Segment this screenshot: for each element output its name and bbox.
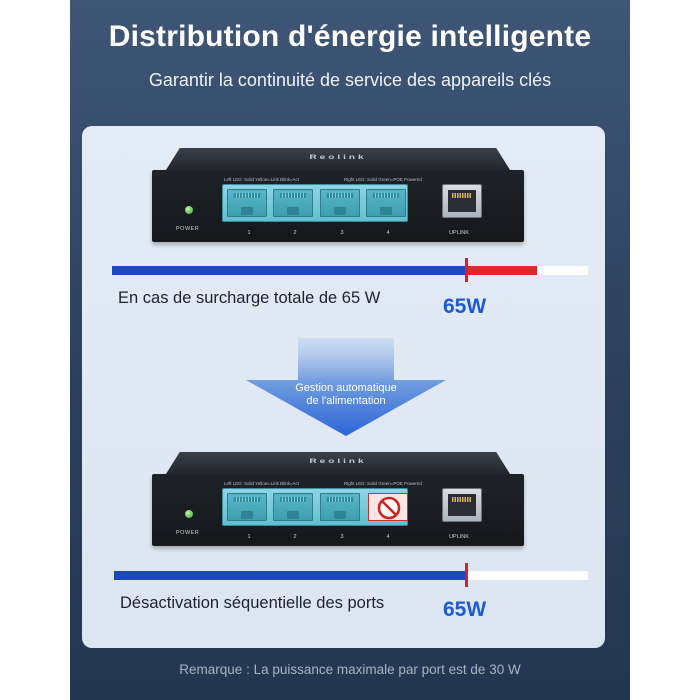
arrow-label-line1: Gestion automatique (295, 382, 397, 394)
managed-watts: 65W (443, 598, 487, 621)
no-entry-icon (377, 496, 401, 520)
port-number-1: 1 (247, 230, 251, 236)
port-number-4: 4 (386, 534, 390, 540)
page-title: Distribution d'énergie intelligente (108, 20, 592, 53)
down-arrow-icon (246, 338, 446, 436)
uplink-label: UPLINK (449, 230, 469, 236)
port-number-4: 4 (386, 230, 390, 236)
port-number-1: 1 (247, 534, 251, 540)
arrow-label-line2: de l'alimentation (306, 395, 386, 407)
uplink-port-icon (442, 488, 482, 522)
port-number-2: 2 (293, 230, 297, 236)
power-label: POWER (176, 226, 200, 232)
switch-top-cover: Reolink (166, 452, 510, 474)
port-number-3: 3 (340, 534, 344, 540)
ethernet-port-2-icon (273, 493, 313, 521)
limit-marker (465, 563, 468, 587)
left-led-note: Left LED: Solid Yellow=Link Blink=Act (224, 481, 300, 486)
infographic: Distribution d'énergie intelligente Gara… (70, 0, 630, 700)
arrow-label: Gestion automatique de l'alimentation (246, 382, 446, 408)
right-led-note: Right LED: Solid Green=POE Powered (344, 177, 422, 182)
power-bar-remaining (537, 266, 588, 275)
ethernet-port-2-icon (273, 189, 313, 217)
power-bar-overload (467, 266, 537, 275)
managed-caption: Désactivation séquentielle des ports (120, 594, 385, 612)
green-led-icon (185, 206, 193, 214)
left-led-note: Left LED: Solid Yellow=Link Blink=Act (224, 177, 300, 182)
port-number-3: 3 (340, 230, 344, 236)
ethernet-port-3-icon (320, 189, 360, 217)
uplink-label: UPLINK (449, 534, 469, 540)
poe-port-bay (222, 488, 408, 526)
ethernet-port-4-icon (366, 189, 406, 217)
green-led-icon (185, 510, 193, 518)
ethernet-port-4-disabled (368, 493, 408, 521)
limit-marker (465, 258, 468, 282)
page-subtitle: Garantir la continuité de service des ap… (148, 70, 552, 90)
footer-note: Remarque : La puissance maximale par por… (179, 662, 521, 677)
right-led-note: Right LED: Solid Green=POE Powered (344, 481, 422, 486)
switch-top-cover: Reolink (166, 148, 510, 170)
overload-watts: 65W (443, 295, 487, 318)
overload-caption: En cas de surcharge totale de 65 W (118, 289, 381, 307)
brand-logo: Reolink (309, 458, 367, 465)
ethernet-port-3-icon (320, 493, 360, 521)
poe-switch-overload: Reolink Left LED: Solid Yellow=Link Blin… (152, 148, 524, 244)
uplink-port-icon (442, 184, 482, 218)
port-number-2: 2 (293, 534, 297, 540)
power-label: POWER (176, 530, 200, 536)
ethernet-port-1-icon (227, 493, 267, 521)
switch-front-panel: Left LED: Solid Yellow=Link Blink=Act Ri… (152, 170, 524, 242)
poe-port-bay (222, 184, 408, 222)
power-bar-used (112, 266, 467, 275)
switch-front-panel: Left LED: Solid Yellow=Link Blink=Act Ri… (152, 474, 524, 546)
power-bar-used (114, 571, 467, 580)
power-bar-remaining (467, 571, 588, 580)
brand-logo: Reolink (309, 154, 367, 161)
ethernet-port-1-icon (227, 189, 267, 217)
poe-switch-managed: Reolink Left LED: Solid Yellow=Link Blin… (152, 452, 524, 548)
